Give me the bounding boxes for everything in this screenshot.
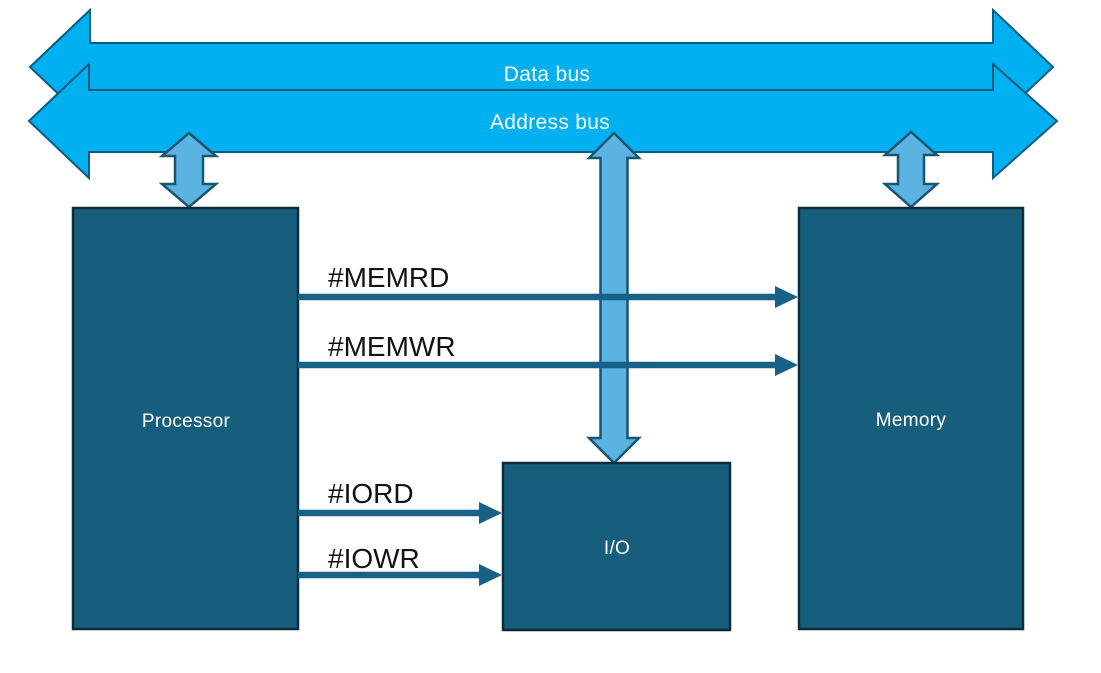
memrd-signal-label: #MEMRD: [328, 262, 449, 293]
iowr-signal-label: #IOWR: [328, 543, 420, 574]
memrd-signal-arrow: [298, 286, 798, 308]
memwr-signal-label: #MEMWR: [328, 331, 456, 362]
iowr-signal-arrow: [298, 564, 502, 586]
data-bus-label: Data bus: [504, 63, 590, 86]
iord-arrowhead: [479, 502, 502, 524]
memory-block: [797, 206, 1025, 631]
iord-signal-arrow: [298, 502, 502, 524]
memory-block-label: Memory: [876, 410, 947, 431]
io-block-label: I/O: [604, 538, 630, 559]
processor-block: [71, 206, 300, 631]
memwr-arrowhead: [775, 354, 798, 376]
address-bus-arrow: [27, 61, 1059, 181]
iord-signal-label: #IORD: [328, 478, 414, 509]
address-bus-label: Address bus: [490, 111, 610, 134]
memwr-signal-arrow: [298, 354, 798, 376]
memrd-arrowhead: [775, 286, 798, 308]
processor-block-label: Processor: [142, 411, 231, 432]
io-block: [501, 461, 732, 632]
iowr-arrowhead: [479, 564, 502, 586]
